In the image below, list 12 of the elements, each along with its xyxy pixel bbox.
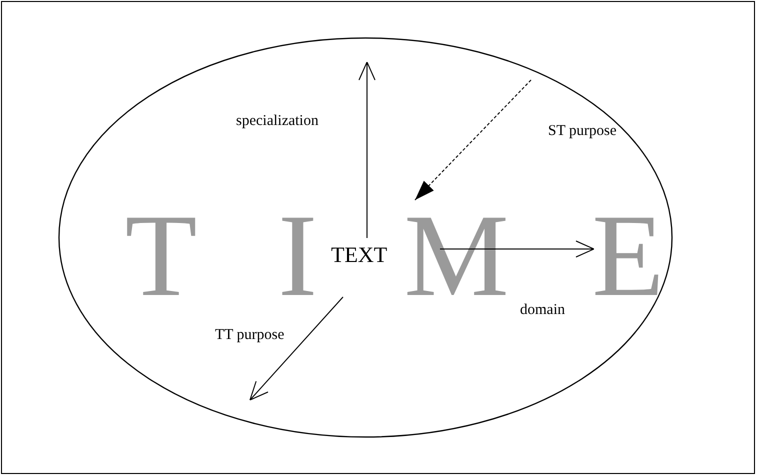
edge-label: specialization — [236, 114, 318, 129]
large-letter: T — [125, 197, 198, 315]
large-letter: E — [592, 197, 664, 315]
edge-label: TT purpose — [215, 328, 284, 343]
arrow — [358, 62, 376, 238]
large-letter: I — [278, 197, 318, 315]
oval-region — [58, 37, 673, 438]
arrow — [250, 296, 344, 400]
center-label: TEXT — [331, 244, 395, 268]
edge-label: ST purpose — [548, 124, 616, 139]
edge-label: domain — [520, 303, 565, 318]
arrow — [414, 80, 532, 200]
